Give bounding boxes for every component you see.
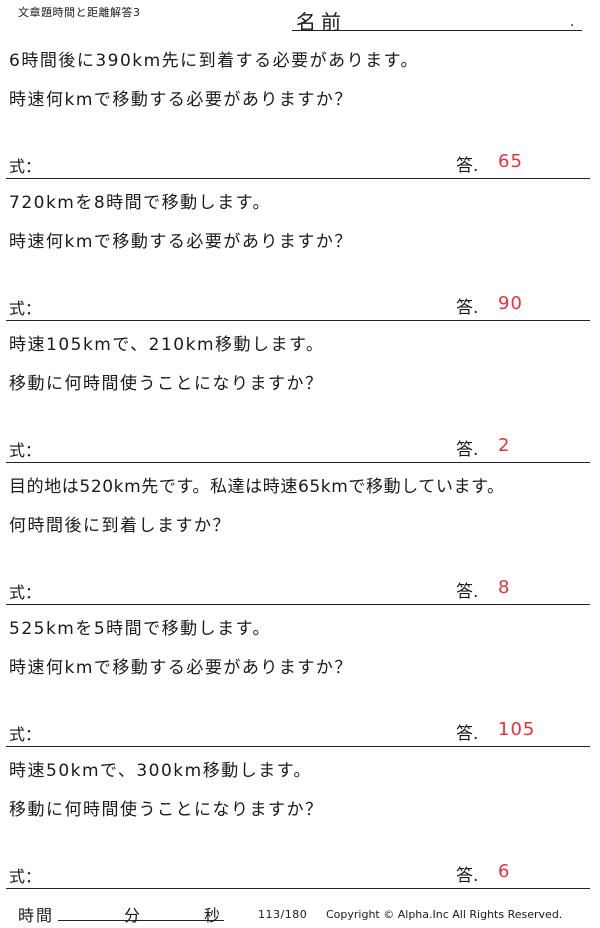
- problem-3: 時速105kmで、210km移動します。 移動に何時間使うことになりますか？ 式…: [0, 324, 600, 466]
- question-line-1: 6時間後に390km先に到着する必要があります。: [9, 51, 419, 71]
- divider: [6, 320, 590, 321]
- answer-value: 105: [498, 719, 536, 740]
- question-line-2: 時速何kmで移動する必要がありますか？: [9, 232, 353, 252]
- divider: [6, 604, 590, 605]
- time-label: 時間: [18, 906, 55, 925]
- question-line-2: 移動に何時間使うことになりますか？: [9, 374, 324, 394]
- answer-value: 90: [498, 293, 523, 314]
- question-line-1: 720kmを8時間で移動します。: [9, 193, 271, 213]
- question-line-2: 時速何kmで移動する必要がありますか？: [9, 90, 353, 110]
- question-line-2: 時速何kmで移動する必要がありますか？: [9, 658, 353, 678]
- answer-value: 8: [498, 577, 511, 598]
- divider: [6, 746, 590, 747]
- page-number: 113/180: [258, 908, 308, 921]
- problem-4: 目的地は520km先です。私達は時速65kmで移動しています。 何時間後に到着し…: [0, 466, 600, 608]
- answer-label: 答.: [456, 724, 479, 744]
- name-underline: [292, 30, 582, 31]
- divider: [6, 462, 590, 463]
- worksheet-title: 文章題時間と距離解答3: [18, 6, 141, 19]
- answer-label: 答.: [456, 582, 479, 602]
- equation-label: 式：: [9, 867, 42, 886]
- question-line-1: 時速50kmで、300km移動します。: [9, 761, 313, 781]
- answer-label: 答.: [456, 440, 479, 460]
- problem-1: 6時間後に390km先に到着する必要があります。 時速何kmで移動する必要があり…: [0, 40, 600, 182]
- answer-value: 65: [498, 151, 523, 172]
- copyright: Copyright © Alpha.Inc All Rights Reserve…: [326, 908, 563, 921]
- equation-label: 式：: [9, 583, 42, 602]
- divider: [6, 178, 590, 179]
- question-line-2: 移動に何時間使うことになりますか？: [9, 800, 324, 820]
- answer-value: 6: [498, 861, 511, 882]
- seconds-label: 秒: [204, 906, 221, 925]
- equation-label: 式：: [9, 299, 42, 318]
- problem-2: 720kmを8時間で移動します。 時速何kmで移動する必要がありますか？ 式： …: [0, 182, 600, 324]
- equation-label: 式：: [9, 441, 42, 460]
- problem-5: 525kmを5時間で移動します。 時速何kmで移動する必要がありますか？ 式： …: [0, 608, 600, 750]
- answer-label: 答.: [456, 298, 479, 318]
- divider: [6, 888, 590, 889]
- problem-6: 時速50kmで、300km移動します。 移動に何時間使うことになりますか？ 式：…: [0, 750, 600, 892]
- name-dot: .: [570, 14, 575, 30]
- time-underline: [58, 920, 224, 921]
- answer-label: 答.: [456, 866, 479, 886]
- question-line-1: 時速105kmで、210km移動します。: [9, 335, 325, 355]
- footer: 時間 分 秒 113/180 Copyright © Alpha.Inc All…: [0, 898, 600, 926]
- minutes-label: 分: [124, 906, 141, 925]
- question-line-2: 何時間後に到着しますか？: [9, 516, 231, 536]
- equation-label: 式：: [9, 157, 42, 176]
- answer-label: 答.: [456, 156, 479, 176]
- question-line-1: 525kmを5時間で移動します。: [9, 619, 271, 639]
- question-line-1: 目的地は520km先です。私達は時速65kmで移動しています。: [9, 477, 505, 497]
- equation-label: 式：: [9, 725, 42, 744]
- answer-value: 2: [498, 435, 511, 456]
